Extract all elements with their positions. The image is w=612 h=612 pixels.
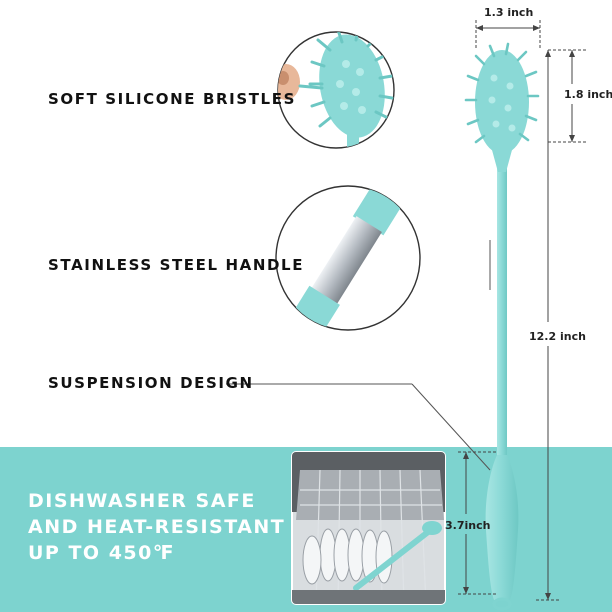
banner-line-1: DISHWASHER SAFE [28,490,256,512]
dimension-markers [458,20,586,601]
brush-main [464,42,540,611]
dimension-total-length: 12.2 inch [528,330,587,343]
feature-label-suspension: SUSPENSION DESIGN [48,374,254,392]
feature-label-bristles: SOFT SILICONE BRISTLES [48,90,296,108]
dimension-head-width: 1.3 inch [483,6,535,19]
feature-label-handle: STAINLESS STEEL HANDLE [48,256,305,274]
dimension-grip-length: 3.7inch [445,519,491,532]
dishwasher-photo [291,451,446,605]
guide-lines [226,240,491,471]
bristles-detail [277,31,395,149]
banner-line-3: UP TO 450℉ [28,542,175,564]
dimension-head-height: 1.8 inch [563,88,612,101]
banner-line-2: AND HEAT-RESISTANT [28,516,286,538]
